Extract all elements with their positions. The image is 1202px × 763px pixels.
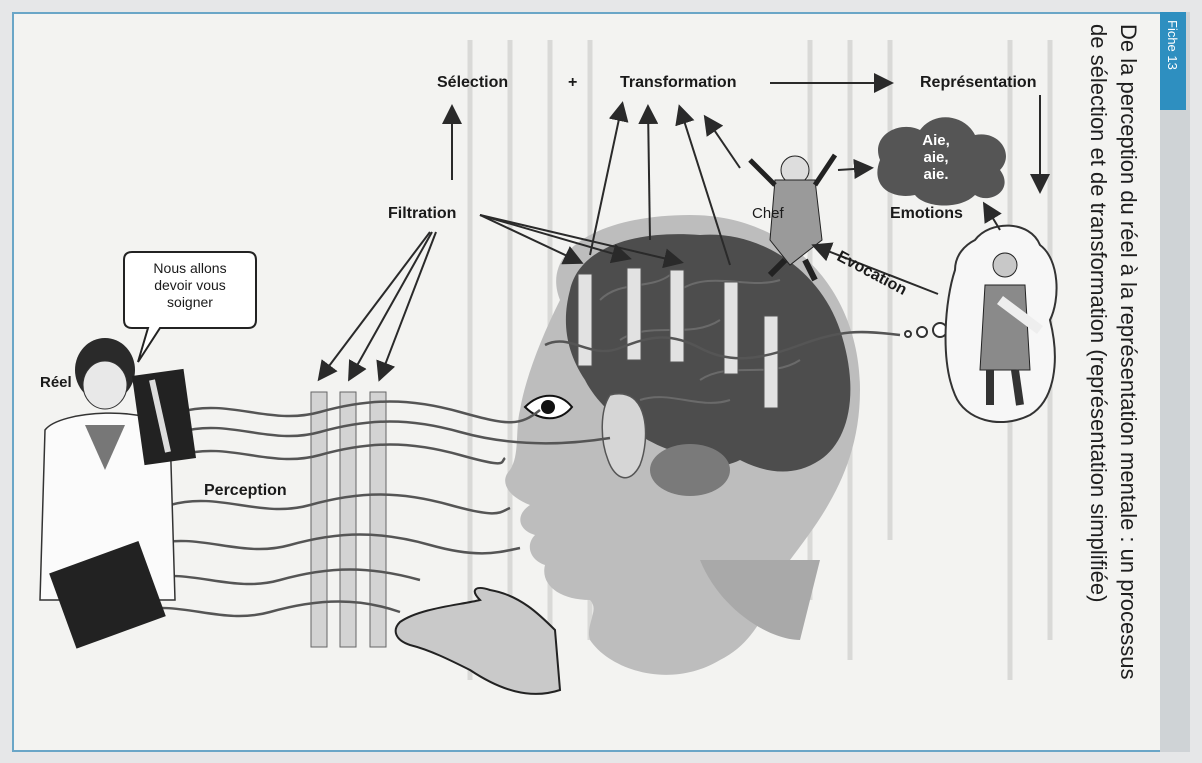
thought-line-1: Aie, [896,132,976,149]
hand [396,588,560,694]
speech-line-2: devoir vous [126,277,254,294]
emotions-label: Emotions [890,205,963,223]
speech-line-1: Nous allons [126,260,254,277]
thought-dots [905,323,947,337]
speech-bubble: Nous allons devoir vous soigner [126,260,254,311]
plus-label: + [568,74,577,92]
chef-label: Chef [752,205,784,222]
transformation-label: Transformation [620,74,736,92]
speech-line-3: soigner [126,294,254,311]
thought-line-2: aie, [896,149,976,166]
representation-label: Représentation [920,74,1036,92]
thought-bubble-text: Aie, aie, aie. [896,132,976,183]
thought-line-3: aie. [896,166,976,183]
filtration-label: Filtration [388,205,456,223]
selection-label: Sélection [437,74,508,92]
perception-label: Perception [204,482,287,500]
cerebellum [650,444,730,496]
reel-label: Réel [40,374,72,391]
